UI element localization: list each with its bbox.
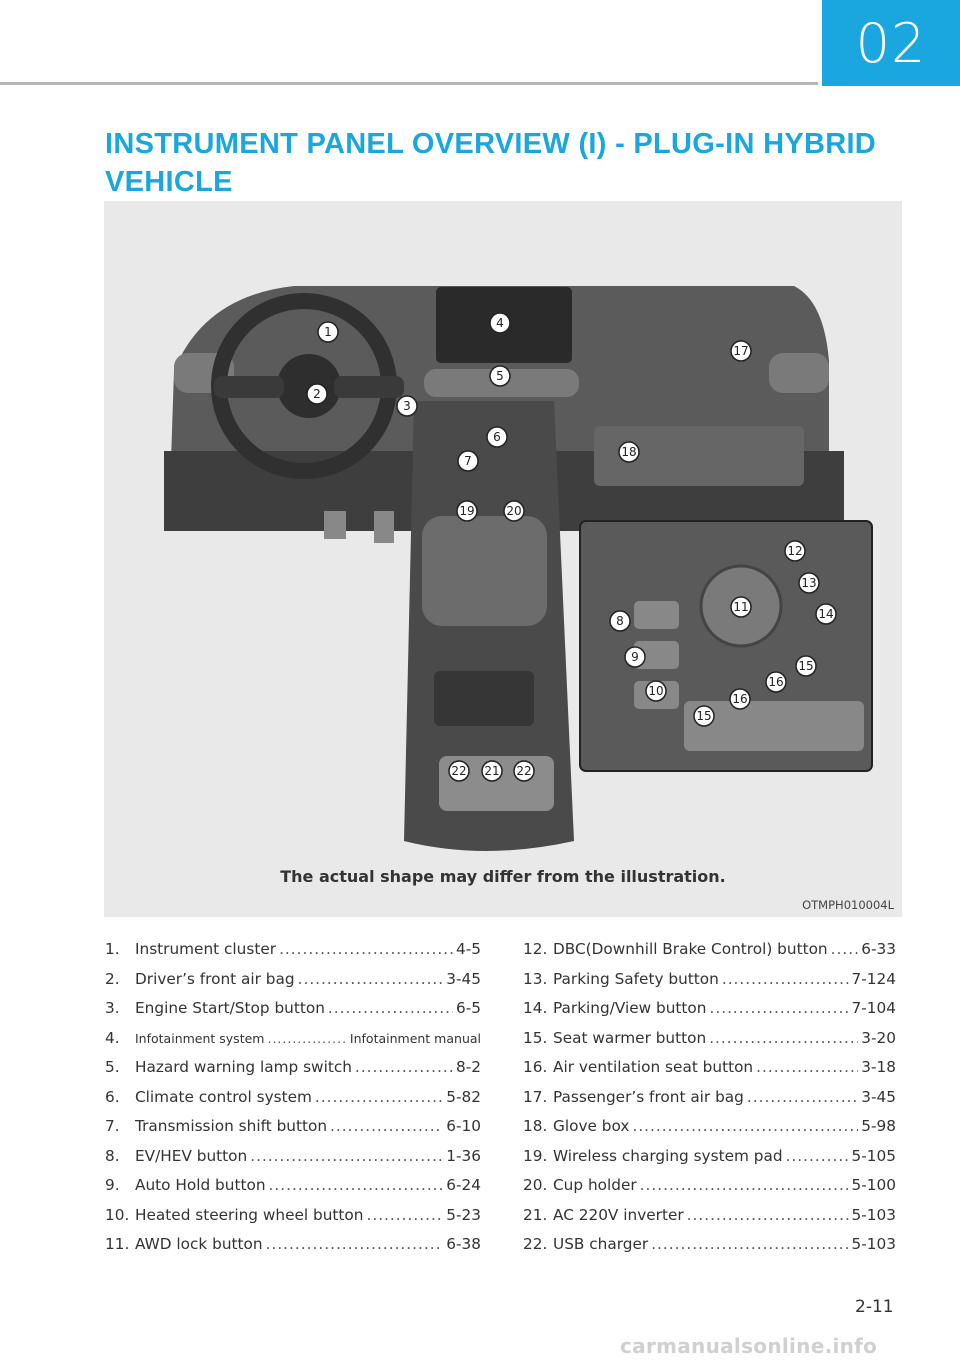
svg-text:10: 10 xyxy=(648,684,663,698)
callout-16a: 16 xyxy=(729,688,751,710)
svg-text:13: 13 xyxy=(801,576,816,590)
list-item: 1.Instrument cluster4-5 xyxy=(105,940,481,970)
list-item: 5.Hazard warning lamp switch8-2 xyxy=(105,1058,481,1088)
svg-text:6: 6 xyxy=(493,430,501,444)
callout-7: 7 xyxy=(457,450,479,472)
list-item: 18.Glove box5-98 xyxy=(523,1117,896,1147)
callout-1: 1 xyxy=(317,321,339,343)
list-item: 21.AC 220V inverter5-103 xyxy=(523,1206,896,1236)
callout-18: 18 xyxy=(618,441,640,463)
svg-text:2: 2 xyxy=(313,387,321,401)
svg-text:12: 12 xyxy=(787,544,802,558)
list-item: 2.Driver’s front air bag3-45 xyxy=(105,970,481,1000)
svg-text:22: 22 xyxy=(516,764,531,778)
list-item: 17.Passenger’s front air bag3-45 xyxy=(523,1088,896,1118)
callout-10: 10 xyxy=(645,680,667,702)
svg-text:1: 1 xyxy=(324,325,332,339)
svg-text:21: 21 xyxy=(484,764,499,778)
svg-text:4: 4 xyxy=(496,316,504,330)
list-item: 22.USB charger5-103 xyxy=(523,1235,896,1265)
list-item: 8.EV/HEV button1-36 xyxy=(105,1147,481,1177)
figure-code: OTMPH010004L xyxy=(802,898,894,912)
callout-22a: 22 xyxy=(448,760,470,782)
svg-text:17: 17 xyxy=(733,344,748,358)
callout-22b: 22 xyxy=(513,760,535,782)
callout-5: 5 xyxy=(489,365,511,387)
list-item: 19.Wireless charging system pad5-105 xyxy=(523,1147,896,1177)
figure-caption: The actual shape may differ from the ill… xyxy=(280,867,726,886)
svg-text:15: 15 xyxy=(798,659,813,673)
svg-text:18: 18 xyxy=(621,445,636,459)
chapter-number: 02 xyxy=(855,11,927,75)
callout-15b: 15 xyxy=(795,655,817,677)
callout-16b: 16 xyxy=(765,671,787,693)
list-item: 11.AWD lock button6-38 xyxy=(105,1235,481,1265)
svg-text:20: 20 xyxy=(506,504,521,518)
svg-text:22: 22 xyxy=(451,764,466,778)
list-item: 13.Parking Safety button7-124 xyxy=(523,970,896,1000)
list-item: 20.Cup holder5-100 xyxy=(523,1176,896,1206)
svg-text:16: 16 xyxy=(768,675,783,689)
list-item: 12.DBC(Downhill Brake Control) button6-3… xyxy=(523,940,896,970)
page-number: 2-11 xyxy=(855,1297,894,1317)
item-list-left: 1.Instrument cluster4-5 2.Driver’s front… xyxy=(105,940,481,1265)
svg-text:11: 11 xyxy=(733,600,748,614)
svg-text:15: 15 xyxy=(696,709,711,723)
callout-14: 14 xyxy=(815,603,837,625)
callout-13: 13 xyxy=(798,572,820,594)
instrument-panel-illustration: 1 2 3 4 5 6 7 17 18 19 20 22 21 22 8 9 1… xyxy=(104,201,902,917)
header-rule xyxy=(0,82,818,85)
list-item: 14.Parking/View button7-104 xyxy=(523,999,896,1029)
list-item: 10.Heated steering wheel button5-23 xyxy=(105,1206,481,1236)
callout-8: 8 xyxy=(609,610,631,632)
svg-text:9: 9 xyxy=(631,650,639,664)
callout-2: 2 xyxy=(306,383,328,405)
section-title: INSTRUMENT PANEL OVERVIEW (I) - PLUG-IN … xyxy=(105,128,877,198)
callout-6: 6 xyxy=(486,426,508,448)
callout-11: 11 xyxy=(730,596,752,618)
callout-4: 4 xyxy=(489,312,511,334)
callout-12: 12 xyxy=(784,540,806,562)
list-item: 4.Infotainment systemInfotainment manual xyxy=(105,1029,481,1059)
svg-text:14: 14 xyxy=(818,607,833,621)
callout-3: 3 xyxy=(396,395,418,417)
svg-text:19: 19 xyxy=(459,504,474,518)
callout-21: 21 xyxy=(481,760,503,782)
list-item: 3.Engine Start/Stop button6-5 xyxy=(105,999,481,1029)
list-item: 15.Seat warmer button3-20 xyxy=(523,1029,896,1059)
svg-text:5: 5 xyxy=(496,369,504,383)
svg-text:8: 8 xyxy=(616,614,624,628)
list-item: 6.Climate control system5-82 xyxy=(105,1088,481,1118)
callout-9: 9 xyxy=(624,646,646,668)
list-item: 16.Air ventilation seat button3-18 xyxy=(523,1058,896,1088)
list-item: 7.Transmission shift button6-10 xyxy=(105,1117,481,1147)
svg-text:7: 7 xyxy=(464,454,472,468)
callout-20: 20 xyxy=(503,500,525,522)
callout-17: 17 xyxy=(730,340,752,362)
svg-text:16: 16 xyxy=(732,692,747,706)
svg-text:3: 3 xyxy=(403,399,411,413)
item-list-right: 12.DBC(Downhill Brake Control) button6-3… xyxy=(523,940,896,1265)
dashboard-drawing: 1 2 3 4 5 6 7 17 18 19 20 22 21 22 8 9 1… xyxy=(164,286,873,851)
watermark: carmanualsonline.info xyxy=(620,1334,878,1358)
callout-19: 19 xyxy=(456,500,478,522)
chapter-tab: 02 xyxy=(822,0,960,86)
callout-15a: 15 xyxy=(693,705,715,727)
list-item: 9.Auto Hold button6-24 xyxy=(105,1176,481,1206)
